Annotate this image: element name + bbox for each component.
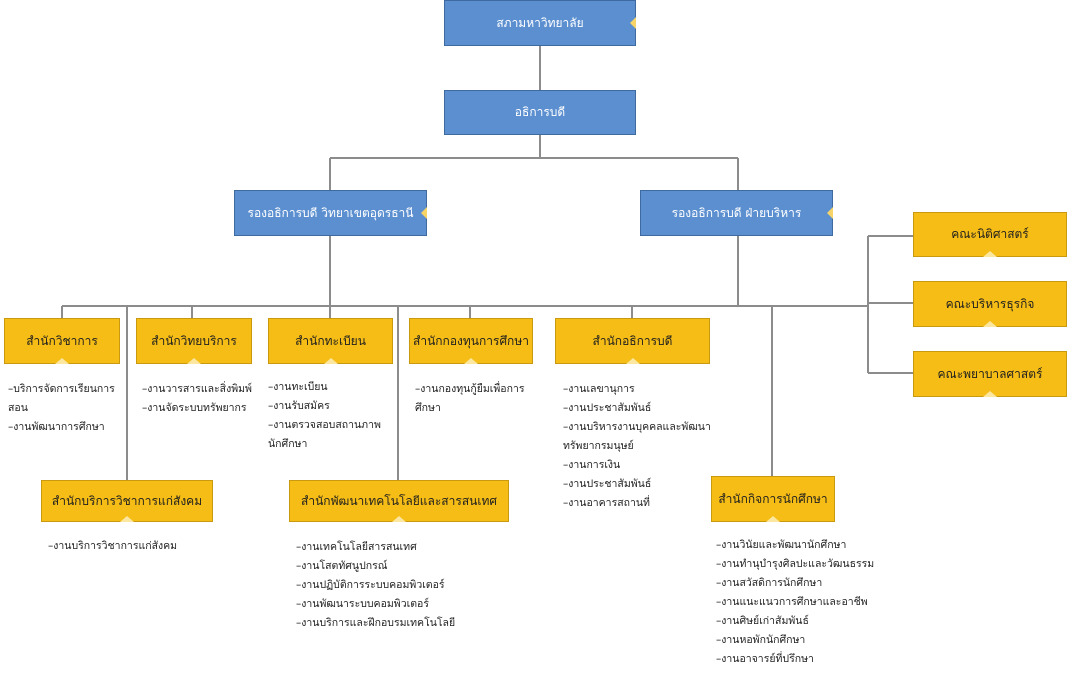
office-it-label: สำนักพัฒนาเทคโนโลยีและสารสนเทศ	[301, 493, 497, 508]
office-president-box: สำนักอธิการบดี	[555, 318, 710, 364]
vice-president-admin-box: รองอธิการบดี ฝ่ายบริหาร	[640, 190, 833, 236]
task-item: –งานบริหารงานบุคคลและพัฒนาทรัพยากรมนุษย์	[563, 421, 711, 452]
box-notch	[421, 207, 427, 219]
task-item: –งานบริการและฝึกอบรมเทคโนโลยี	[296, 617, 456, 629]
task-item: –งานอาจารย์ที่ปรึกษา	[716, 653, 814, 665]
office-fund-tasks: –งานกองทุนกู้ยืมเพื่อการศึกษา	[415, 380, 525, 418]
university-council-box: สภามหาวิทยาลัย	[444, 0, 636, 46]
task-item: –งานทำนุบำรุงศิลปะและวัฒนธรรม	[716, 558, 875, 570]
university-council-label: สภามหาวิทยาลัย	[496, 15, 584, 30]
box-tab	[983, 391, 997, 397]
office-fund-label: สำนักกองทุนการศึกษา	[413, 333, 529, 348]
office-student-tasks: –งานวินัยและพัฒนานักศึกษา –งานทำนุบำรุงศ…	[716, 536, 874, 669]
president-label: อธิการบดี	[514, 105, 566, 119]
box-tab	[983, 251, 997, 257]
office-registrar-box: สำนักทะเบียน	[268, 318, 393, 364]
office-registrar-tasks: –งานทะเบียน –งานรับสมัคร –งานตรวจสอบสถาน…	[268, 378, 392, 454]
task-item: –งานจัดระบบทรัพยากร	[142, 402, 247, 414]
task-item: –งานวารสารและสิ่งพิมพ์	[142, 383, 252, 395]
office-fund-box: สำนักกองทุนการศึกษา	[409, 318, 533, 364]
task-item: –งานประชาสัมพันธ์	[563, 478, 652, 490]
task-item: –งานพัฒนาระบบคอมพิวเตอร์	[296, 598, 429, 610]
task-item: –งานปฏิบัติการระบบคอมพิวเตอร์	[296, 579, 445, 591]
office-president-tasks: –งานเลขานุการ –งานประชาสัมพันธ์ –งานบริห…	[563, 380, 711, 513]
office-social-box: สำนักบริการวิชาการแก่สังคม	[41, 480, 213, 522]
task-item: –งานหอพักนักศึกษา	[716, 634, 806, 646]
task-item: –งานทะเบียน	[268, 381, 328, 393]
box-tab	[766, 516, 780, 522]
box-tab	[983, 321, 997, 327]
task-item: –งานการเงิน	[563, 459, 621, 471]
task-item: –งานตรวจสอบสถานภาพนักศึกษา	[268, 419, 381, 450]
office-research-label: สำนักวิทยบริการ	[151, 333, 237, 348]
box-tab	[187, 358, 201, 364]
faculty-law-label: คณะนิติศาสตร์	[951, 227, 1029, 241]
office-academic-tasks: –บริการจัดการเรียนการสอน –งานพัฒนาการศึก…	[8, 380, 120, 437]
task-item: –งานรับสมัคร	[268, 400, 330, 412]
office-social-label: สำนักบริการวิชาการแก่สังคม	[51, 493, 203, 508]
task-item: –งานโสตทัศนูปกรณ์	[296, 560, 388, 572]
box-tab	[464, 358, 478, 364]
office-student-label: สำนักกิจการนักศึกษา	[718, 491, 828, 506]
faculty-business-box: คณะบริหารธุรกิจ	[913, 281, 1067, 327]
office-academic-label: สำนักวิชาการ	[26, 333, 98, 348]
president-box: อธิการบดี	[444, 90, 636, 135]
task-item: –งานแนะแนวการศึกษาและอาชีพ	[716, 596, 868, 608]
office-president-label: สำนักอธิการบดี	[592, 333, 673, 348]
task-item: –งานเทคโนโลยีสารสนเทศ	[296, 541, 417, 553]
task-item: –งานอาคารสถานที่	[563, 497, 650, 509]
task-item: –งานวินัยและพัฒนานักศึกษา	[716, 539, 847, 551]
office-student-box: สำนักกิจการนักศึกษา	[711, 476, 835, 522]
vice-president-udon-label: รองอธิการบดี วิทยาเขตอุดรธานี	[247, 205, 414, 220]
task-item: –งานสวัสดิการนักศึกษา	[716, 577, 823, 589]
task-item: –งานบริการวิชาการแก่สังคม	[48, 540, 178, 552]
box-tab	[392, 516, 406, 522]
faculty-law-box: คณะนิติศาสตร์	[913, 212, 1067, 257]
vice-president-admin-label: รองอธิการบดี ฝ่ายบริหาร	[671, 205, 802, 220]
office-registrar-label: สำนักทะเบียน	[295, 333, 366, 348]
office-academic-box: สำนักวิชาการ	[4, 318, 120, 364]
faculty-business-label: คณะบริหารธุรกิจ	[945, 296, 1035, 311]
office-research-box: สำนักวิทยบริการ	[136, 318, 252, 364]
office-it-tasks: –งานเทคโนโลยีสารสนเทศ –งานโสตทัศนูปกรณ์ …	[296, 538, 455, 633]
faculty-nursing-box: คณะพยาบาลศาสตร์	[913, 351, 1067, 397]
box-tab	[120, 516, 134, 522]
task-item: –งานพัฒนาการศึกษา	[8, 421, 105, 433]
task-item: –งานกองทุนกู้ยืมเพื่อการศึกษา	[415, 383, 525, 414]
box-tab	[323, 358, 338, 364]
office-research-tasks: –งานวารสารและสิ่งพิมพ์ –งานจัดระบบทรัพยา…	[142, 380, 252, 418]
task-item: –บริการจัดการเรียนการสอน	[8, 383, 115, 414]
box-tab	[625, 358, 640, 364]
task-item: –งานศิษย์เก่าสัมพันธ์	[716, 615, 809, 627]
box-tab	[55, 358, 69, 364]
box-notch	[827, 207, 833, 219]
office-social-tasks: –งานบริการวิชาการแก่สังคม	[48, 537, 177, 556]
task-item: –งานเลขานุการ	[563, 383, 635, 395]
office-it-box: สำนักพัฒนาเทคโนโลยีและสารสนเทศ	[289, 480, 509, 522]
vice-president-udon-box: รองอธิการบดี วิทยาเขตอุดรธานี	[234, 190, 427, 236]
box-notch	[630, 17, 636, 29]
faculty-nursing-label: คณะพยาบาลศาสตร์	[937, 366, 1043, 381]
task-item: –งานประชาสัมพันธ์	[563, 402, 652, 414]
